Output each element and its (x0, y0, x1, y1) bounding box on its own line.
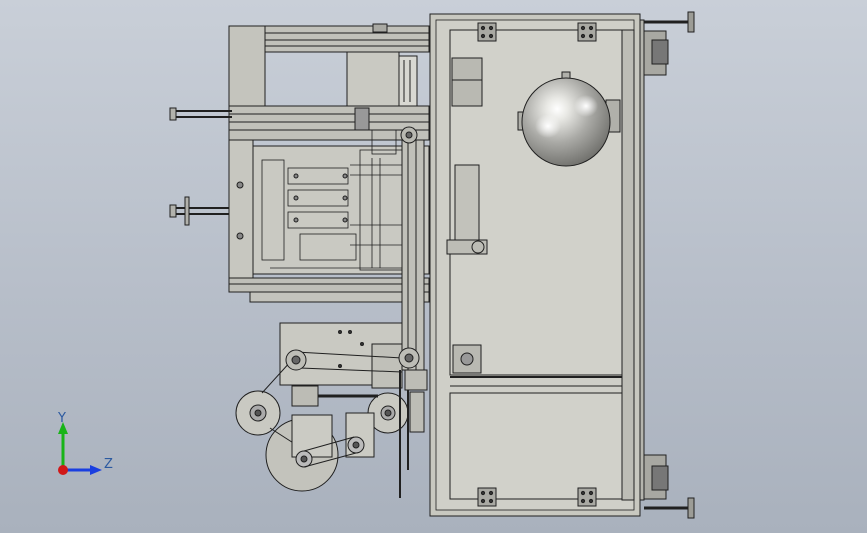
triad-z-label: Z (104, 457, 113, 472)
triad-y-label: Y (57, 411, 66, 426)
upper-frame (228, 23, 430, 141)
triad-origin-icon: Y Z (57, 411, 113, 475)
push-rods (169, 107, 232, 226)
middle-mechanism (228, 126, 430, 371)
view-triad[interactable]: Y Z (44, 408, 124, 488)
sphere-tank (517, 71, 621, 167)
leveling-feet (643, 11, 695, 519)
lower-mechanism (235, 322, 428, 498)
